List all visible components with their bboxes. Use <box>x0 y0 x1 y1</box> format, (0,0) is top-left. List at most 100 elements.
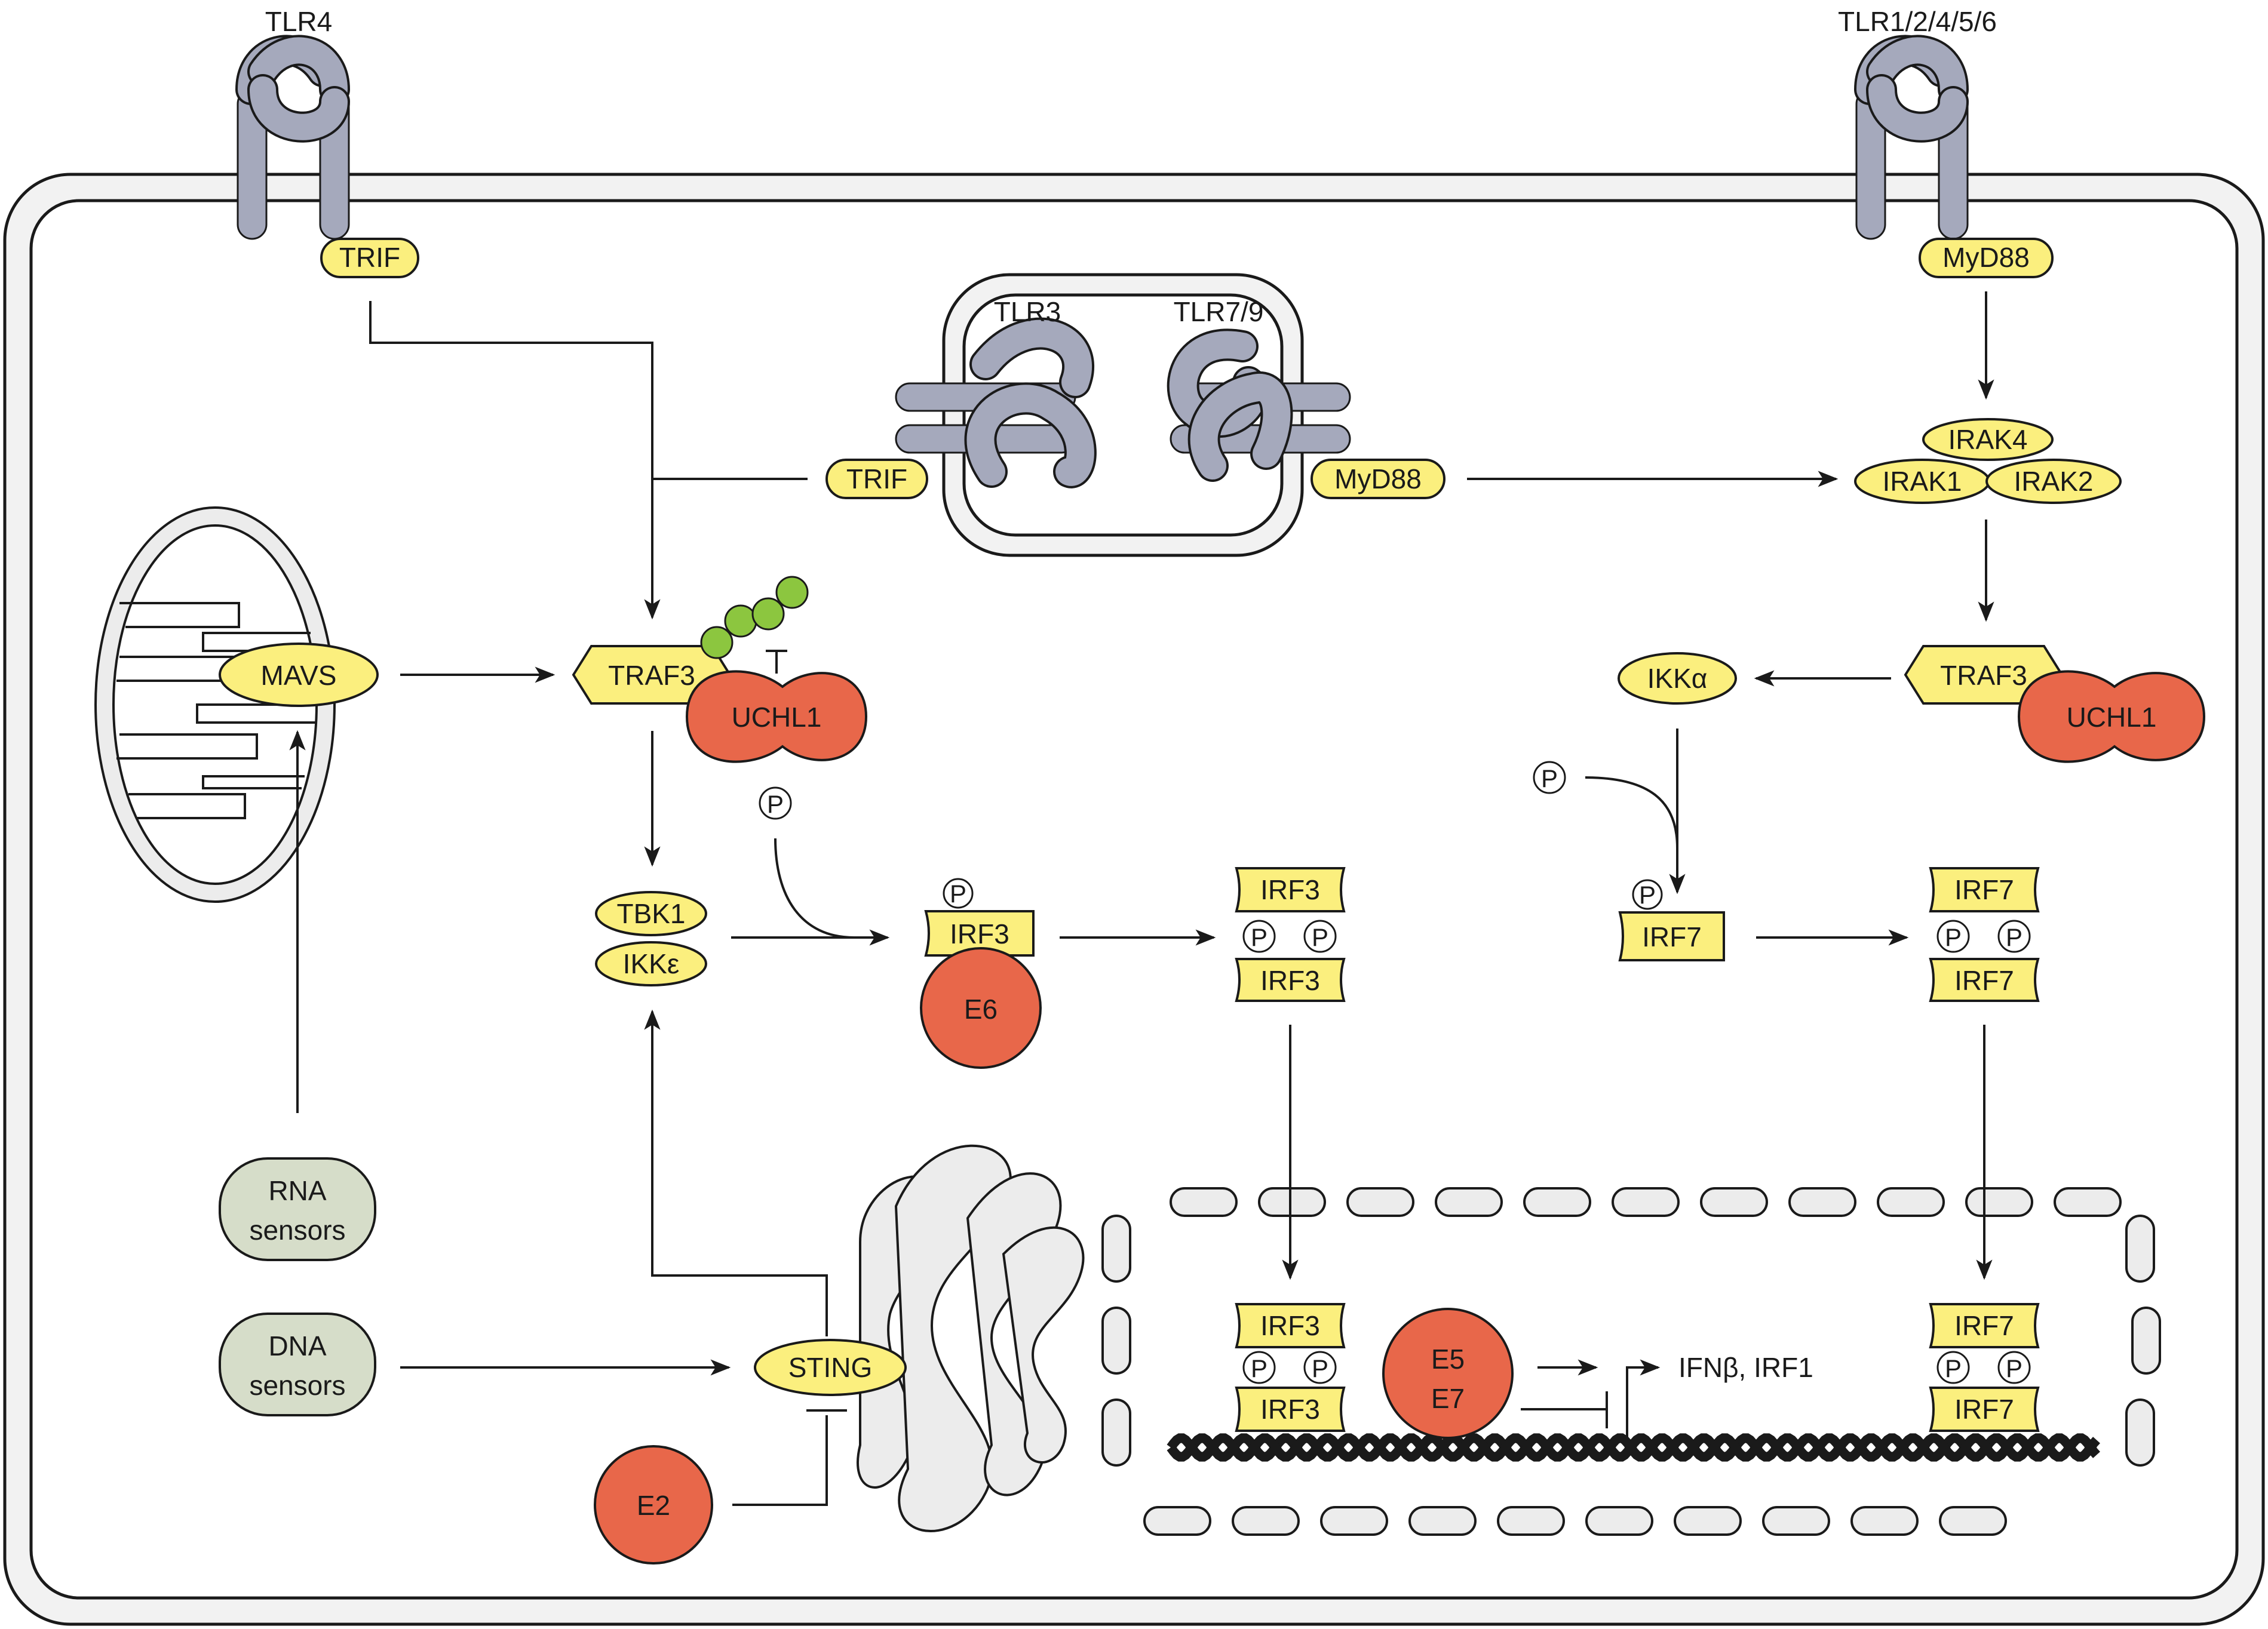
svg-text:sensors: sensors <box>249 1370 345 1401</box>
svg-text:IKKα: IKKα <box>1647 663 1708 694</box>
mavs-protein: MAVS <box>219 643 379 707</box>
e2-viral-protein: E2 <box>594 1445 713 1565</box>
tlr4-receptor: TLR4 <box>235 6 350 240</box>
svg-text:TBK1: TBK1 <box>616 898 685 929</box>
irf3-dimer-cytoplasm: IRF3 P P IRF3 <box>1235 867 1346 1002</box>
nuclear-pore-segment <box>1408 1506 1477 1536</box>
svg-text:IRAK2: IRAK2 <box>2014 466 2094 497</box>
nuclear-pore-segment <box>1497 1506 1565 1536</box>
svg-text:P: P <box>1639 881 1656 909</box>
nucleus-envelope <box>1101 1187 2161 1536</box>
dna-helix <box>1167 1433 2100 1462</box>
nuclear-pore-segment <box>2125 1399 2155 1467</box>
gene-targets-label: IFNβ, IRF1 <box>1678 1352 1813 1383</box>
uchl1-left: UCHL1 <box>685 670 868 763</box>
mitochondrion <box>94 506 336 903</box>
svg-text:IRF3: IRF3 <box>1260 1310 1320 1341</box>
svg-text:P: P <box>1945 1354 1962 1382</box>
uchl1-right: UCHL1 <box>2017 670 2206 763</box>
tlr-multi-label: TLR1/2/4/5/6 <box>1838 6 1997 37</box>
svg-text:TRAF3: TRAF3 <box>1940 660 2027 691</box>
nuclear-pore-segment <box>1674 1506 1742 1536</box>
svg-text:E7: E7 <box>1431 1383 1465 1414</box>
nuclear-pore-segment <box>1523 1187 1591 1217</box>
svg-text:P: P <box>2006 1354 2023 1382</box>
svg-text:IRF3: IRF3 <box>1260 965 1320 996</box>
nuclear-pore-segment <box>1143 1506 1211 1536</box>
dna-sensors: DNA sensors <box>219 1313 376 1416</box>
svg-text:IRF7: IRF7 <box>1954 965 2014 996</box>
trif-adaptor-top: TRIF <box>320 238 419 278</box>
nuclear-pore-segment <box>1700 1187 1768 1217</box>
nuclear-pore-segment <box>1435 1187 1503 1217</box>
cell-membrane <box>3 173 2265 1626</box>
inhibition-deubiquitination <box>766 650 787 674</box>
tlr-multi-receptor: TLR1/2/4/5/6 <box>1838 6 1997 240</box>
tlr3-label: TLR3 <box>994 296 1061 327</box>
rna-sensors: RNA sensors <box>219 1157 376 1261</box>
svg-text:E6: E6 <box>964 994 998 1025</box>
svg-text:P: P <box>1251 1354 1267 1382</box>
nuclear-pore-segment <box>1850 1506 1919 1536</box>
sting-protein: STING <box>754 1339 907 1396</box>
svg-text:P: P <box>1251 923 1267 951</box>
svg-text:MAVS: MAVS <box>261 660 337 691</box>
nuclear-pore-segment <box>1320 1506 1388 1536</box>
e6-viral-protein: E6 <box>920 947 1042 1069</box>
endosome: TLR3 TLR7/9 <box>895 273 1351 557</box>
svg-text:TRAF3: TRAF3 <box>608 660 695 691</box>
svg-text:P: P <box>1312 923 1328 951</box>
svg-text:E2: E2 <box>637 1490 670 1521</box>
phospho-left: P <box>759 786 792 820</box>
ubiquitin-chain <box>700 576 809 659</box>
nuclear-pore-segment <box>1939 1506 2007 1536</box>
tlr4-label: TLR4 <box>265 6 332 37</box>
svg-text:IRAK4: IRAK4 <box>1948 424 2028 455</box>
svg-text:E5: E5 <box>1431 1344 1465 1375</box>
svg-text:MyD88: MyD88 <box>1942 242 2030 273</box>
nuclear-pore-segment <box>1877 1187 1945 1217</box>
svg-text:P: P <box>1541 764 1558 792</box>
e5-e7-viral-proteins: E5 E7 <box>1382 1308 1514 1439</box>
svg-text:IRF7: IRF7 <box>1954 1394 2014 1425</box>
svg-text:P: P <box>767 790 784 818</box>
traf3-left: TRAF3 <box>572 645 732 705</box>
irf7-dimer-nucleus: IRF7 P P IRF7 <box>1929 1303 2040 1432</box>
svg-text:P: P <box>1945 923 1962 951</box>
trif-adaptor-endosome: TRIF <box>825 459 928 499</box>
irak-complex: IRAK4 IRAK1 IRAK2 <box>1854 418 2122 504</box>
svg-text:DNA: DNA <box>268 1330 326 1361</box>
nuclear-pore-segment <box>2125 1215 2155 1283</box>
svg-text:TRIF: TRIF <box>339 242 400 273</box>
svg-text:TRIF: TRIF <box>846 463 907 494</box>
nuclear-pore-segment <box>1965 1187 2033 1217</box>
nuclear-pore-segment <box>1346 1187 1414 1217</box>
svg-text:IRF3: IRF3 <box>1260 874 1320 905</box>
svg-text:IRF7: IRF7 <box>1954 1310 2014 1341</box>
nuclear-pore-segment <box>1232 1506 1300 1536</box>
irf7-monomer: P IRF7 <box>1618 879 1725 961</box>
nuclear-pore-segment <box>1612 1187 1680 1217</box>
svg-text:sensors: sensors <box>249 1215 345 1246</box>
nuclear-pore-segment <box>1258 1187 1326 1217</box>
svg-text:IRF7: IRF7 <box>1954 874 2014 905</box>
svg-text:MyD88: MyD88 <box>1334 463 1422 494</box>
irf3-dimer-nucleus: IRF3 P P IRF3 <box>1235 1303 1346 1432</box>
tbk1-ikke-complex: TBK1 IKKε <box>595 891 707 986</box>
nuclear-pore-segment <box>1101 1399 1131 1467</box>
svg-text:STING: STING <box>788 1352 873 1383</box>
nuclear-pore-segment <box>1101 1307 1131 1375</box>
nuclear-pore-segment <box>1585 1506 1653 1536</box>
svg-text:UCHL1: UCHL1 <box>2067 702 2157 733</box>
nuclear-pore-segment <box>2054 1187 2122 1217</box>
svg-text:IRF3: IRF3 <box>950 918 1009 949</box>
endoplasmic-reticulum <box>857 1144 1085 1532</box>
nuclear-pore-segment <box>1788 1187 1856 1217</box>
svg-text:IRF7: IRF7 <box>1642 921 1702 952</box>
svg-text:RNA: RNA <box>268 1175 326 1206</box>
svg-text:IKKε: IKKε <box>623 948 680 979</box>
myd88-adaptor-top: MyD88 <box>1919 238 2054 278</box>
irf3-monomer: P IRF3 <box>924 878 1035 957</box>
svg-text:P: P <box>2006 923 2023 951</box>
